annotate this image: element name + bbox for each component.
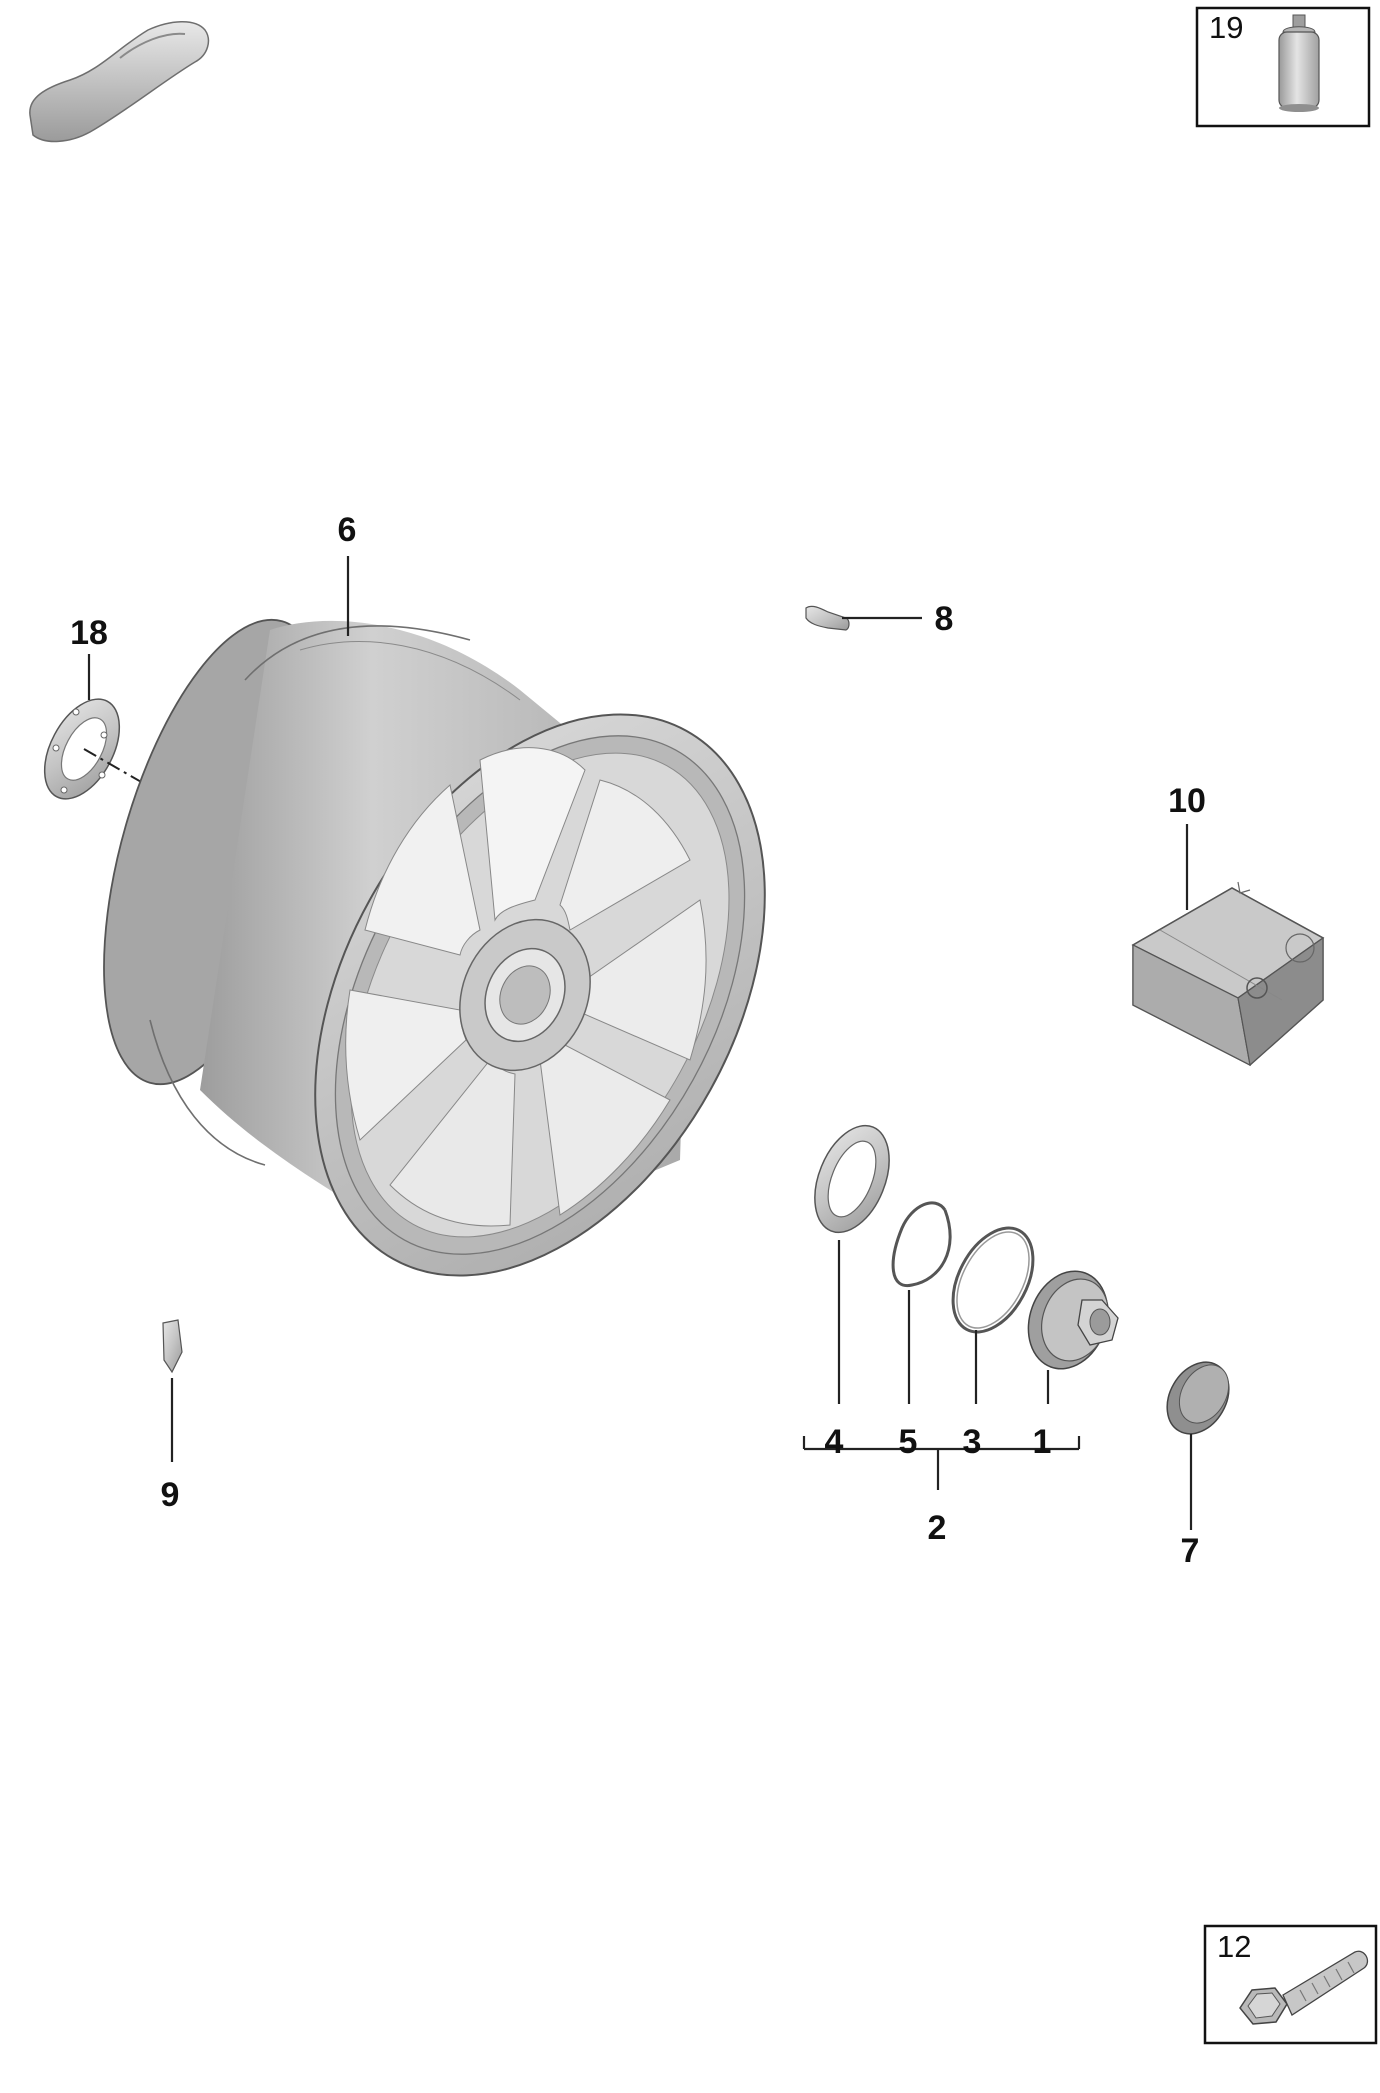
part-18-spacer[interactable] <box>29 687 134 811</box>
callout-5: 5 <box>899 1423 918 1461</box>
callout-9: 9 <box>161 1476 180 1514</box>
part-5-circlip[interactable] <box>891 1201 952 1288</box>
spray-can-icon <box>1278 14 1320 112</box>
part-7-hub-cap[interactable] <box>1155 1351 1241 1445</box>
part-9-clip[interactable] <box>162 1319 183 1374</box>
inset-box-12[interactable]: 12 <box>1203 1924 1378 2045</box>
leader-lines <box>87 556 1193 1530</box>
inset-box-19[interactable]: 19 <box>1195 6 1371 128</box>
callout-8: 8 <box>935 600 954 638</box>
part-8-valve[interactable] <box>805 605 850 631</box>
car-silhouette-icon <box>29 21 210 143</box>
part-10-kit-box[interactable] <box>1131 881 1325 1067</box>
callout-4: 4 <box>825 1423 844 1461</box>
callout-1: 1 <box>1033 1423 1052 1461</box>
part-3-o-ring[interactable] <box>937 1215 1050 1346</box>
box-19-number: 19 <box>1209 10 1243 45</box>
callout-3: 3 <box>963 1423 982 1461</box>
callout-2: 2 <box>928 1509 947 1547</box>
box-12-number: 12 <box>1217 1929 1251 1964</box>
callout-6: 6 <box>338 511 357 549</box>
callout-10: 10 <box>1168 782 1206 820</box>
callout-18: 18 <box>70 614 108 652</box>
part-6-wheel[interactable] <box>59 595 856 1353</box>
part-4-ring[interactable] <box>800 1115 903 1244</box>
part-1-center-lock[interactable] <box>1015 1260 1121 1380</box>
wheel-bolt-icon <box>1239 1950 1369 2025</box>
callout-7: 7 <box>1181 1532 1200 1570</box>
